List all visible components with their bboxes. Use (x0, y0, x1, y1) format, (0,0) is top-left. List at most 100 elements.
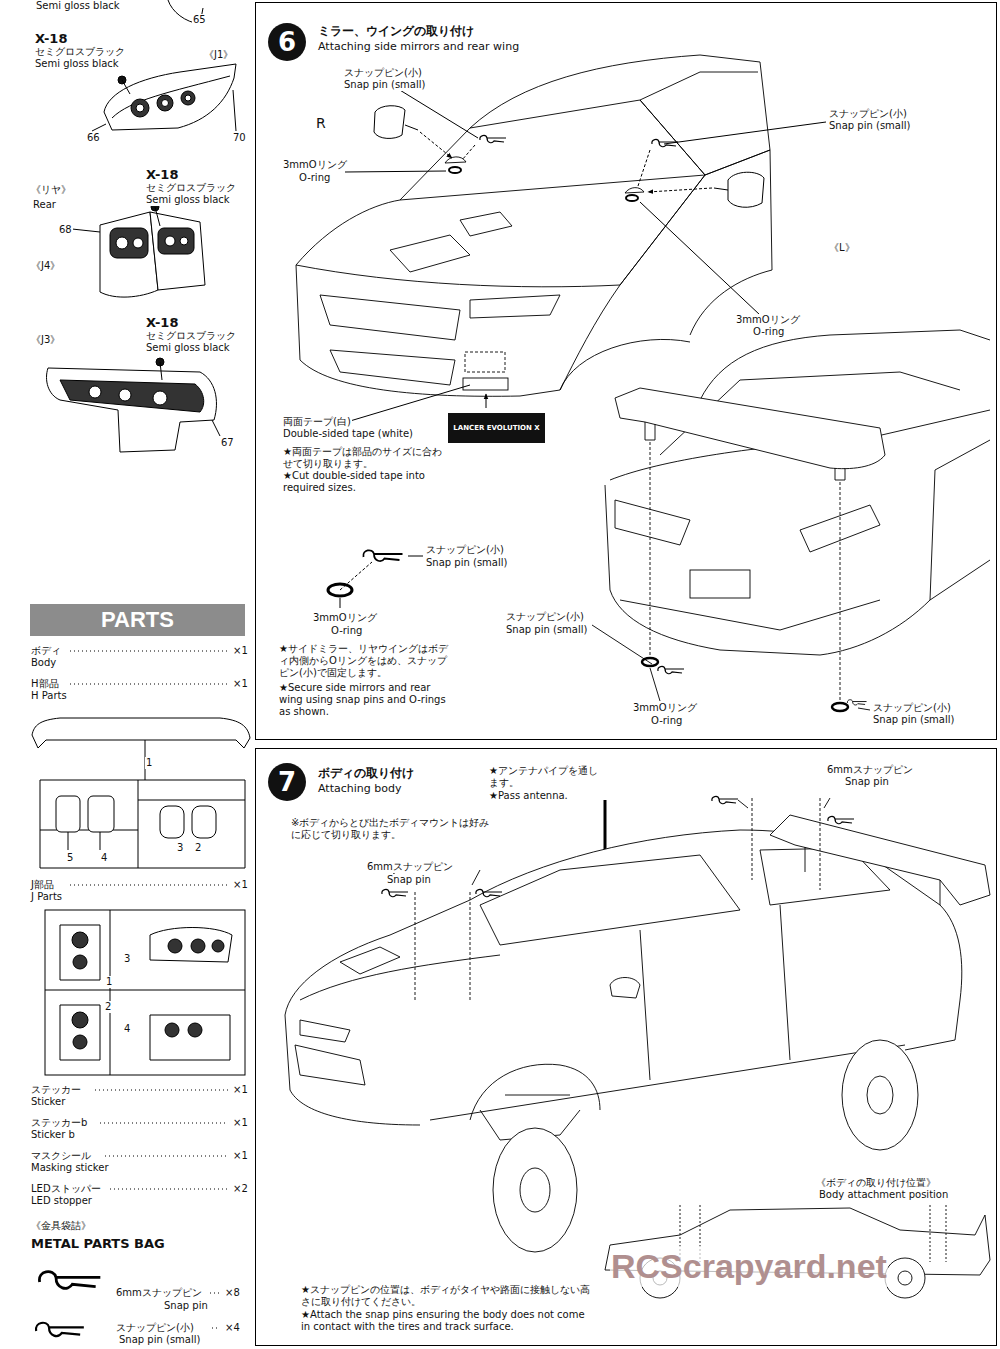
part-label: セミグロスブラック (34, 46, 126, 58)
part-label: マスクシール (30, 1150, 92, 1162)
parts-sprue (212, 940, 224, 952)
part-label: J部品 (30, 879, 55, 891)
car-body (340, 947, 400, 974)
sticker-badge-text: LANCER EVOLUTION X (453, 424, 539, 432)
part-label: 6mmスナップピン (115, 1287, 203, 1299)
headlight-parts (185, 95, 191, 101)
parts-sprue (88, 796, 114, 832)
part-label: 《J3》 (30, 334, 61, 346)
parts-sprue (73, 955, 87, 969)
car-body (470, 892, 471, 1000)
part-label: ステッカーb (30, 1117, 88, 1129)
part-label: ×1 (232, 1084, 249, 1096)
dotted-leader (70, 684, 228, 685)
side-mirror (640, 202, 760, 315)
callout-number: 1 (105, 976, 113, 988)
dotted-leader (210, 1293, 220, 1294)
pin-detail (340, 562, 372, 590)
part-label: Snap pin (small) (872, 714, 955, 726)
parts-sprue (150, 928, 232, 963)
part-label: Masking sticker (30, 1162, 110, 1174)
part-label: Semi gloss black (145, 342, 231, 354)
side-mirror (449, 167, 461, 173)
pin-detail (408, 556, 423, 557)
parts-sprue (32, 718, 250, 748)
part-label: Semi gloss black (34, 58, 120, 70)
part-label: 《J4》 (30, 260, 61, 272)
headlight-parts (110, 228, 148, 258)
snap-pin (39, 1272, 100, 1289)
headlight-parts (89, 386, 101, 398)
car-rear-view (650, 442, 651, 655)
side-mirror (420, 132, 452, 158)
part-label: X-18 (34, 31, 68, 47)
car-body (842, 1040, 918, 1150)
part-label: Snap pin (small) (118, 1334, 201, 1346)
step-title: ミラー、ウイングの取り付け (318, 23, 474, 40)
part-label: Snap pin (small) (505, 624, 588, 636)
headlight-parts (181, 91, 195, 105)
car-front-view (470, 55, 770, 175)
car-front-view (390, 212, 512, 272)
part-label: ステッカー (30, 1084, 82, 1096)
callout-number: 2 (194, 842, 202, 854)
headlight-parts (112, 76, 230, 118)
snap-pin (847, 700, 866, 705)
part-label: スナップピン(小) (343, 67, 423, 79)
part-label: 両面テープ(白) (282, 416, 352, 428)
part-label: ×1 (232, 1117, 249, 1129)
headlight-parts (136, 104, 144, 112)
part-label: Body attachment position (818, 1189, 949, 1201)
car-rear-view (858, 708, 870, 710)
car-body (640, 905, 790, 1080)
car-rear-view (592, 330, 990, 711)
callout-number: 4 (123, 1023, 131, 1035)
headlight-parts (153, 391, 167, 405)
side-view (930, 1205, 931, 1262)
snap-pin (480, 136, 678, 147)
car-body (295, 1045, 365, 1085)
parts-sprue (72, 932, 88, 948)
part-label: Double-sided tape (white) (282, 428, 414, 440)
pin-detail (328, 556, 423, 608)
note-text: ★Cut double-sided tape into required siz… (282, 470, 449, 494)
headlight-parts (131, 99, 149, 117)
headlight-parts (92, 124, 106, 131)
car-front-view (296, 265, 620, 287)
car-body (493, 1128, 577, 1252)
side-mirror (486, 394, 487, 408)
part-label: ×1 (232, 645, 249, 657)
snap-pin (363, 550, 402, 561)
snap-pin (382, 890, 408, 897)
dotted-leader (212, 1328, 220, 1329)
headlight-parts (162, 100, 169, 107)
step-title: ボディの取り付け (318, 765, 414, 782)
car-body (820, 798, 821, 890)
side-mirror (664, 122, 826, 144)
part-label: O-ring (650, 715, 683, 727)
snap-pin (36, 1272, 100, 1336)
part-label: 《J1》 (203, 49, 234, 61)
dotted-leader (70, 885, 228, 886)
headlight-parts (233, 90, 236, 131)
part-label: Snap pin (844, 776, 890, 788)
part-label: ×1 (232, 1150, 249, 1162)
part-label: METAL PARTS BAG (30, 1236, 166, 1252)
step-number: 7 (268, 763, 306, 801)
part-label: 3mmOリング (632, 702, 698, 714)
side-mirror (638, 150, 650, 186)
headlight-parts (212, 420, 220, 436)
part-label: スナップピン(小) (115, 1322, 195, 1334)
parts-sprue (160, 806, 184, 838)
side-view (946, 1205, 947, 1262)
car-rear-view (690, 570, 750, 598)
callout-number: 1 (145, 757, 153, 769)
note-text: ★Secure side mirrors and rear wing using… (278, 682, 452, 718)
parts-sprue (45, 910, 245, 1075)
headlight-parts (60, 380, 204, 412)
part-label: スナップピン(小) (425, 544, 505, 556)
car-rear-view (832, 703, 848, 711)
note-text: ★スナップピンの位置は、ボディがタイヤや路面に接触しない高さに取り付けてください… (300, 1284, 592, 1308)
side-mirror (714, 188, 728, 190)
side-view (885, 1258, 925, 1298)
